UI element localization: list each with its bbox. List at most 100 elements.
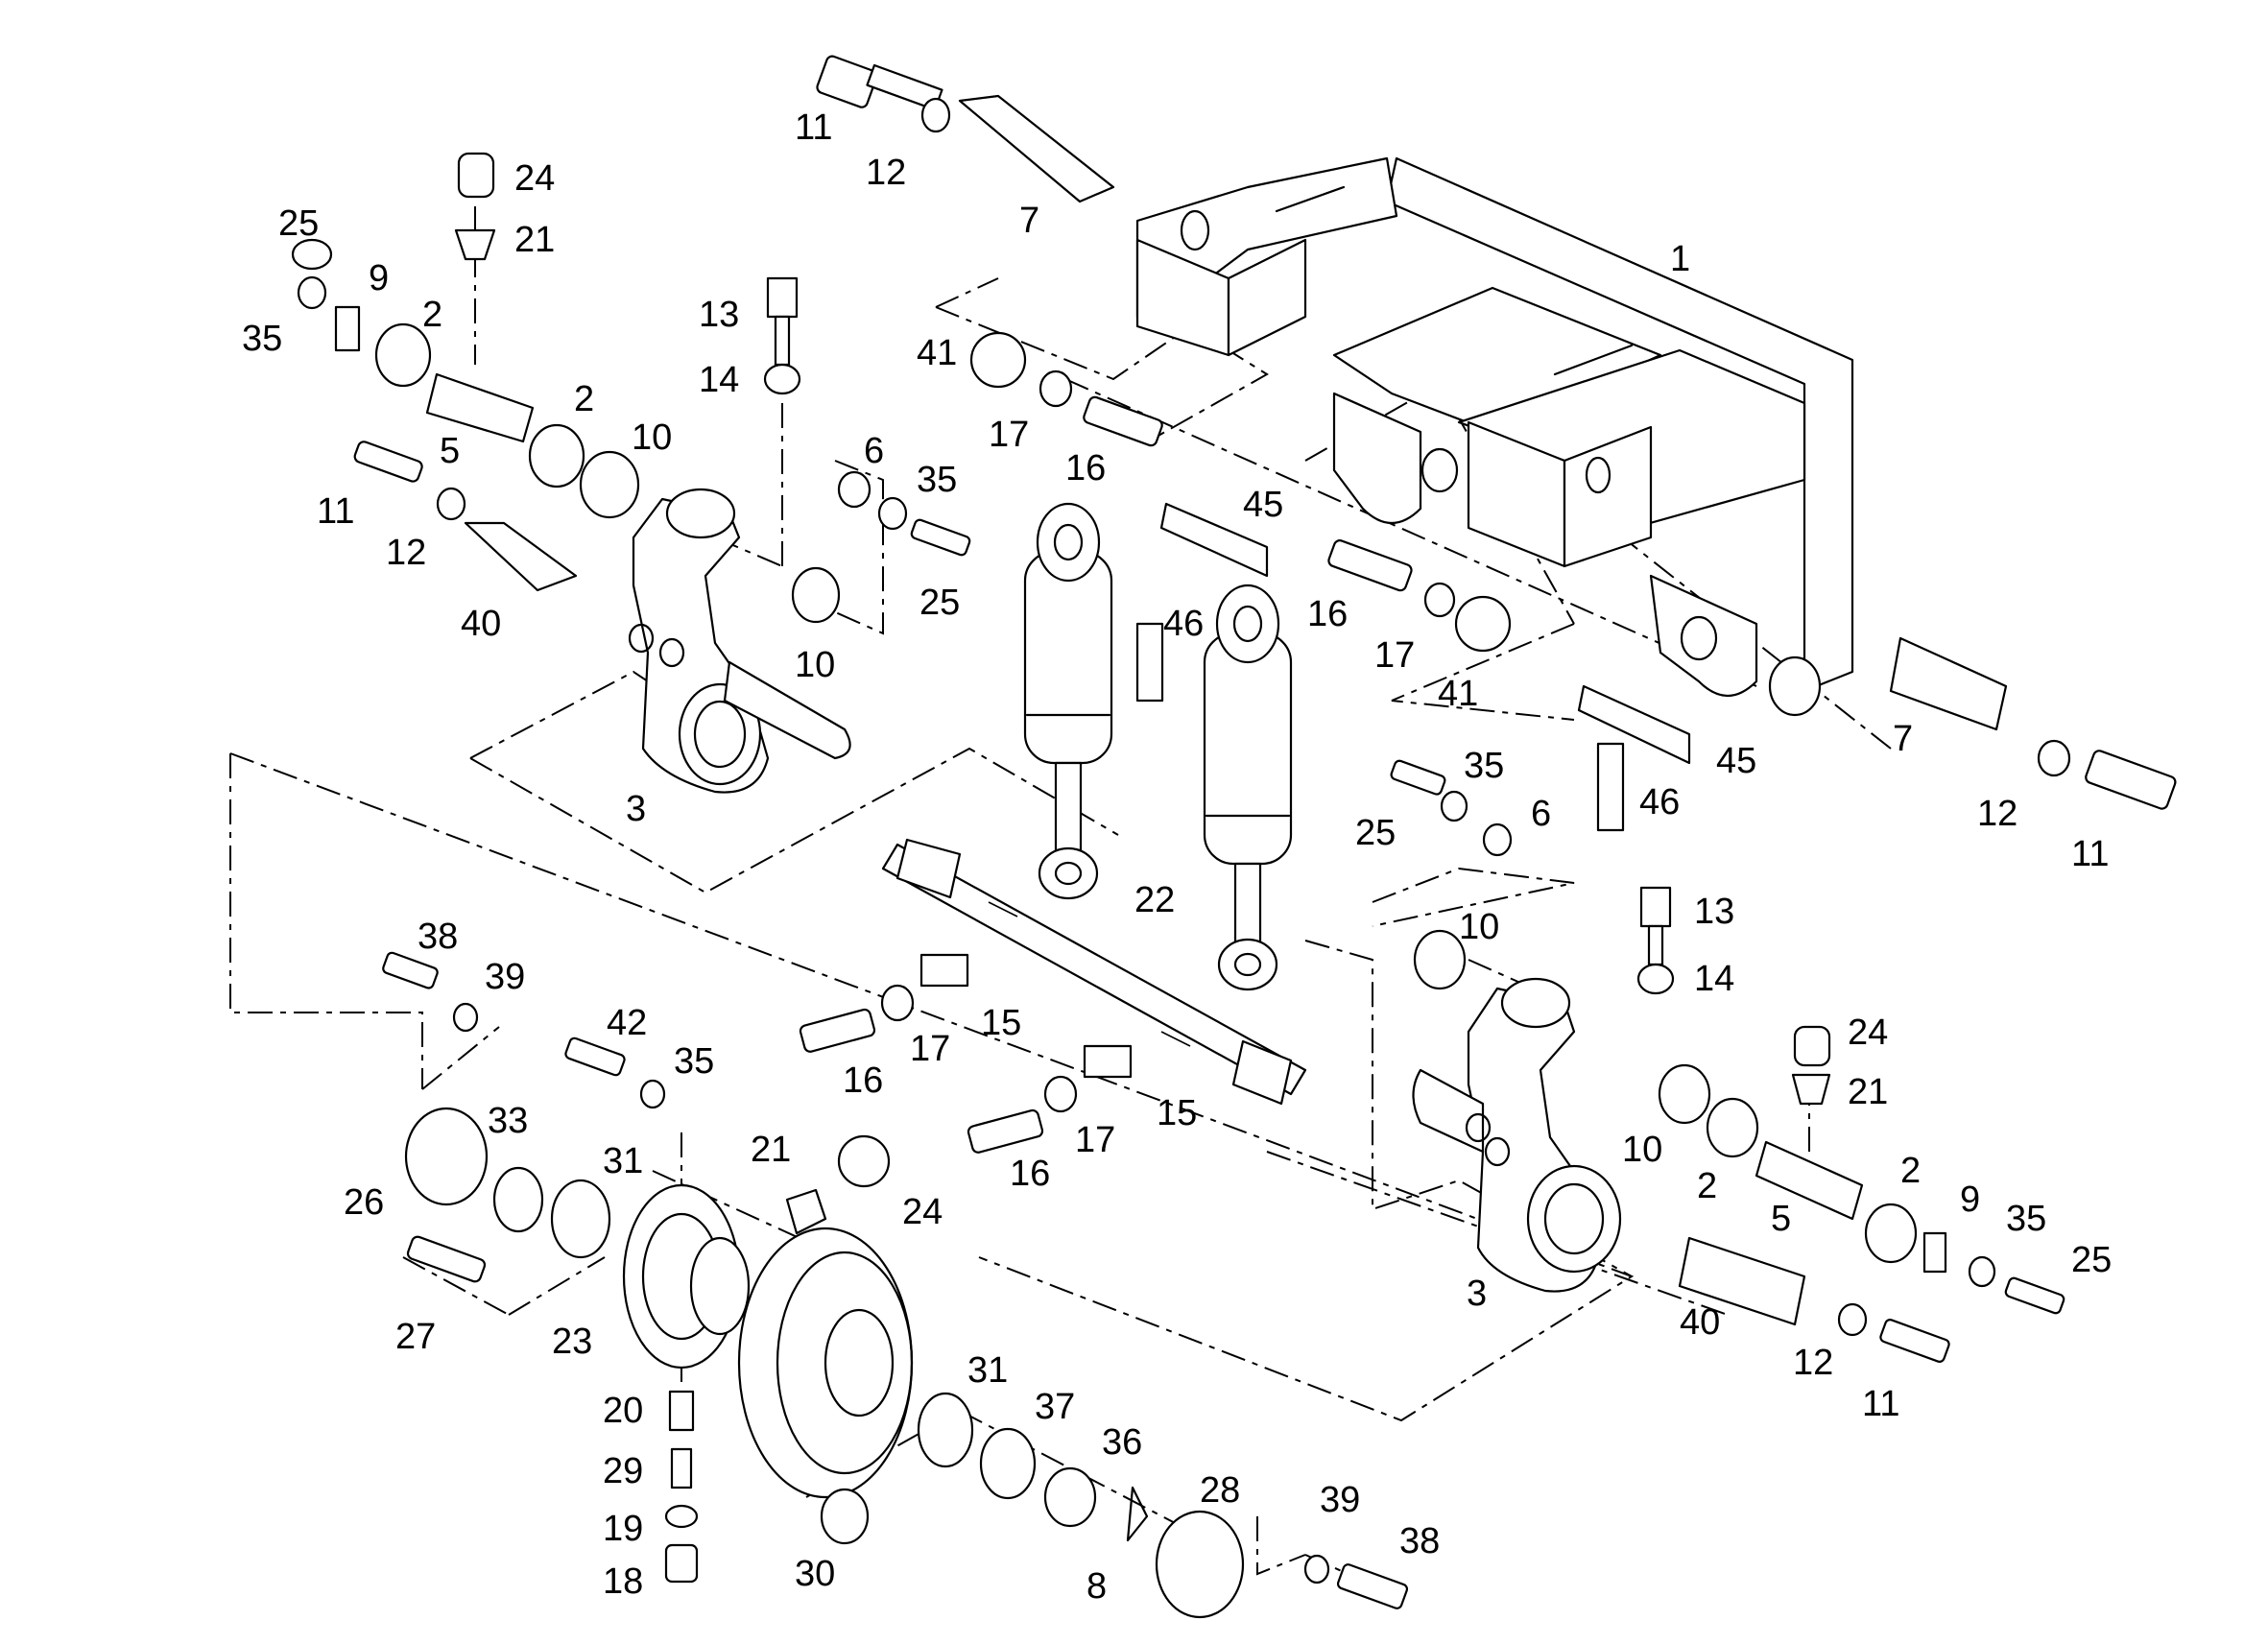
callout-41: 41: [1438, 674, 1478, 714]
callout-labels: 1 2 2 2 2 3 3 5 5 6 6 7 7 8 9 9 10 10 10…: [242, 107, 2112, 1607]
left-assembly-line: [229, 753, 423, 1089]
washer-12-top: [920, 97, 951, 133]
seal-axis: [421, 1026, 500, 1090]
washer-41-right: [1454, 595, 1512, 653]
washer-41-upper: [969, 331, 1027, 389]
callout-25: 25: [1355, 813, 1396, 853]
callout-17: 17: [989, 415, 1029, 455]
callout-46: 46: [1163, 604, 1204, 644]
frame-left-pin-hole: [1180, 209, 1210, 251]
cap-24-right: [1793, 1025, 1831, 1067]
callout-38: 38: [1399, 1521, 1440, 1561]
callout-41: 41: [917, 333, 957, 373]
callout-14: 14: [699, 360, 739, 400]
bolt-11-top: [816, 55, 878, 108]
callout-25: 25: [278, 203, 319, 244]
bolt-25-mid: [910, 518, 971, 557]
callout-12: 12: [866, 153, 906, 193]
shock-right-rod: [1233, 862, 1262, 947]
callout-14: 14: [1694, 959, 1734, 999]
bush-2-right: [1706, 1097, 1759, 1158]
bolt-11-left: [353, 441, 423, 483]
callout-30: 30: [795, 1554, 835, 1594]
washer-12-left: [436, 487, 466, 521]
main-assembly-frame: [229, 752, 1635, 1422]
callout-31: 31: [603, 1141, 643, 1181]
shock-right-top-eye: [1215, 584, 1280, 664]
callout-10: 10: [1622, 1130, 1662, 1170]
callout-2: 2: [1697, 1166, 1717, 1206]
callout-35: 35: [674, 1041, 714, 1082]
left-arm-shaft: [723, 660, 851, 760]
frame-left-lug-hole: [1420, 447, 1459, 493]
frame-left-lug: [1332, 392, 1422, 524]
block-15-upper: [919, 953, 969, 988]
washer-17-axle-lower: [1043, 1075, 1078, 1113]
callout-26: 26: [344, 1182, 384, 1223]
washer-12-lower-right: [1837, 1302, 1868, 1337]
pin-5-right: [1755, 1140, 1864, 1221]
callout-12: 12: [1977, 794, 2017, 834]
callout-11: 11: [2071, 834, 2109, 874]
callout-16: 16: [1307, 594, 1348, 634]
bolt-38-left: [382, 951, 439, 989]
frame-right-lug: [1649, 574, 1758, 697]
bush-2-left: [374, 322, 432, 388]
callout-3: 3: [626, 789, 646, 829]
callout-46: 46: [1639, 782, 1680, 822]
ring-33: [492, 1166, 544, 1233]
callout-22: 22: [1134, 880, 1175, 920]
callout-35: 35: [242, 319, 282, 359]
callout-12: 12: [1793, 1343, 1833, 1383]
pin-7-right: [1889, 636, 2008, 731]
seal-26: [404, 1107, 489, 1206]
spring-29: [670, 1447, 693, 1489]
cap-24-top: [457, 152, 495, 199]
washer-35-left: [297, 275, 327, 310]
bearing-31-right: [917, 1392, 974, 1468]
nipple-21-top: [454, 228, 496, 261]
callout-12: 12: [386, 533, 426, 573]
bolt-25-right: [2004, 1276, 2065, 1315]
pin-axis-line: [1064, 378, 1757, 687]
bolt-13-right: [1639, 886, 1672, 928]
bolt-46-left: [1135, 622, 1164, 703]
washer-17-right: [1423, 582, 1456, 618]
washer-17-upper: [1039, 369, 1073, 408]
callout-35: 35: [2006, 1199, 2046, 1239]
callout-1: 1: [1670, 239, 1690, 279]
bolt27-axis-b: [508, 1256, 606, 1316]
bolt-16-upper: [1083, 395, 1163, 447]
nipple-21-hub: [785, 1188, 827, 1235]
right-arm-eye-bore: [1543, 1182, 1605, 1255]
nut-14-right: [1636, 963, 1675, 995]
washer-35-mid: [877, 496, 908, 531]
washer-17-axle-upper: [880, 984, 915, 1022]
shock-right-top-hole: [1232, 605, 1263, 643]
callout-2: 2: [422, 295, 442, 335]
callout-20: 20: [603, 1391, 643, 1431]
callout-13: 13: [1694, 892, 1734, 932]
axle-right-end: [1231, 1039, 1293, 1106]
callout-11: 11: [795, 107, 832, 148]
callout-16: 16: [1010, 1154, 1050, 1194]
callout-21: 21: [1848, 1072, 1888, 1112]
wheel-axis: [959, 1410, 1182, 1527]
wheel-inner: [776, 1251, 914, 1475]
callout-18: 18: [603, 1561, 643, 1602]
left-arm-top-boss: [665, 488, 736, 539]
cap-axis: [1256, 1516, 1306, 1576]
axle-part-22: [881, 838, 1307, 1106]
bolt27-axis: [402, 1256, 510, 1316]
callout-11: 11: [1862, 1384, 1899, 1424]
callout-7: 7: [1019, 201, 1039, 241]
bolt-42: [564, 1036, 626, 1077]
washer-6-left: [837, 470, 871, 509]
cap-24-hub: [837, 1134, 891, 1188]
cotter-pin-8: [1126, 1486, 1149, 1542]
bush-2-right-b: [1864, 1203, 1918, 1264]
pin-40-right: [1678, 1236, 1806, 1326]
bolt-46-right: [1596, 742, 1625, 832]
callout-29: 29: [603, 1451, 643, 1491]
